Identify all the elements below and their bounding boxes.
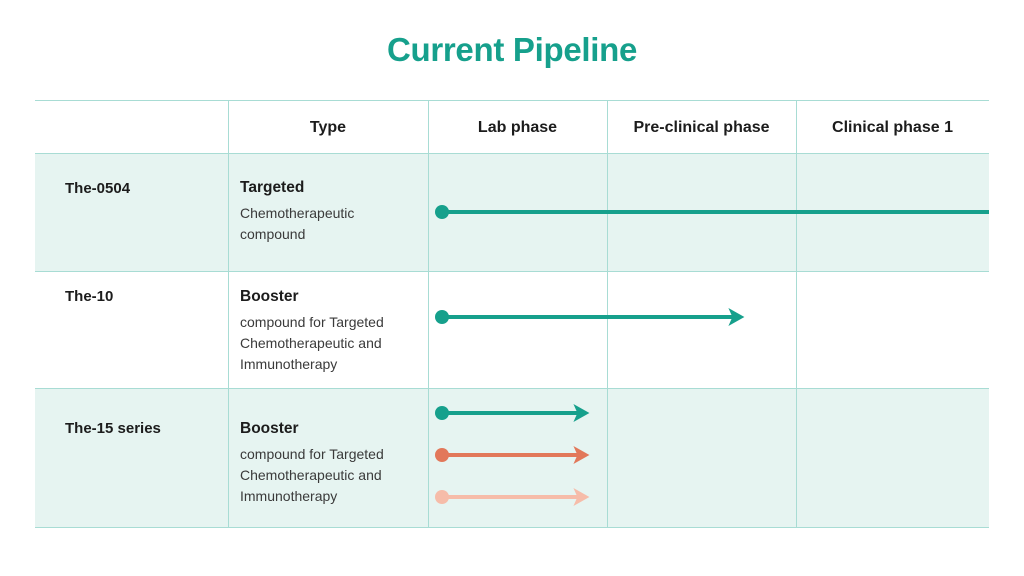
row-type-desc-2: compound for Targeted Chemotherapeutic a… xyxy=(240,314,384,372)
row-type-cell-1: Targeted Chemotherapeutic compound xyxy=(240,179,420,245)
header-lab-phase: Lab phase xyxy=(477,119,558,136)
header-row-band xyxy=(35,100,989,153)
header-pre-clinical-phase: Pre-clinical phase xyxy=(633,119,770,136)
row-type-title-2: Booster xyxy=(240,288,299,305)
row-type-title-1: Targeted xyxy=(240,179,305,196)
row-type-title-3: Booster xyxy=(240,420,299,437)
row-band-3 xyxy=(35,388,989,527)
header-type: Type xyxy=(309,119,347,136)
row-divider-2 xyxy=(35,388,989,389)
row-type-cell-3: Booster compound for Targeted Chemothera… xyxy=(240,420,420,507)
row-divider-1 xyxy=(35,271,989,272)
row-band-1 xyxy=(35,153,989,271)
column-divider-2 xyxy=(428,100,429,527)
pipeline-table: Type Lab phase Pre-clinical phase Clinic… xyxy=(35,100,989,528)
row-type-desc-1: Chemotherapeutic compound xyxy=(240,205,355,242)
table-bottom-border xyxy=(35,527,989,528)
column-divider-1 xyxy=(228,100,229,527)
row-name-the-10: The-10 xyxy=(65,288,114,305)
header-bottom-border xyxy=(35,153,989,154)
column-divider-3 xyxy=(607,100,608,527)
row-band-2 xyxy=(35,271,989,388)
page-title: Current Pipeline xyxy=(386,31,638,68)
row-name-the-15-series: The-15 series xyxy=(65,420,161,437)
header-clinical-phase-1: Clinical phase 1 xyxy=(832,119,953,136)
table-top-border xyxy=(35,100,989,101)
row-type-cell-2: Booster compound for Targeted Chemothera… xyxy=(240,288,420,375)
row-type-desc-3: compound for Targeted Chemotherapeutic a… xyxy=(240,446,384,504)
row-name-the-0504: The-0504 xyxy=(65,180,131,197)
column-divider-4 xyxy=(796,100,797,527)
